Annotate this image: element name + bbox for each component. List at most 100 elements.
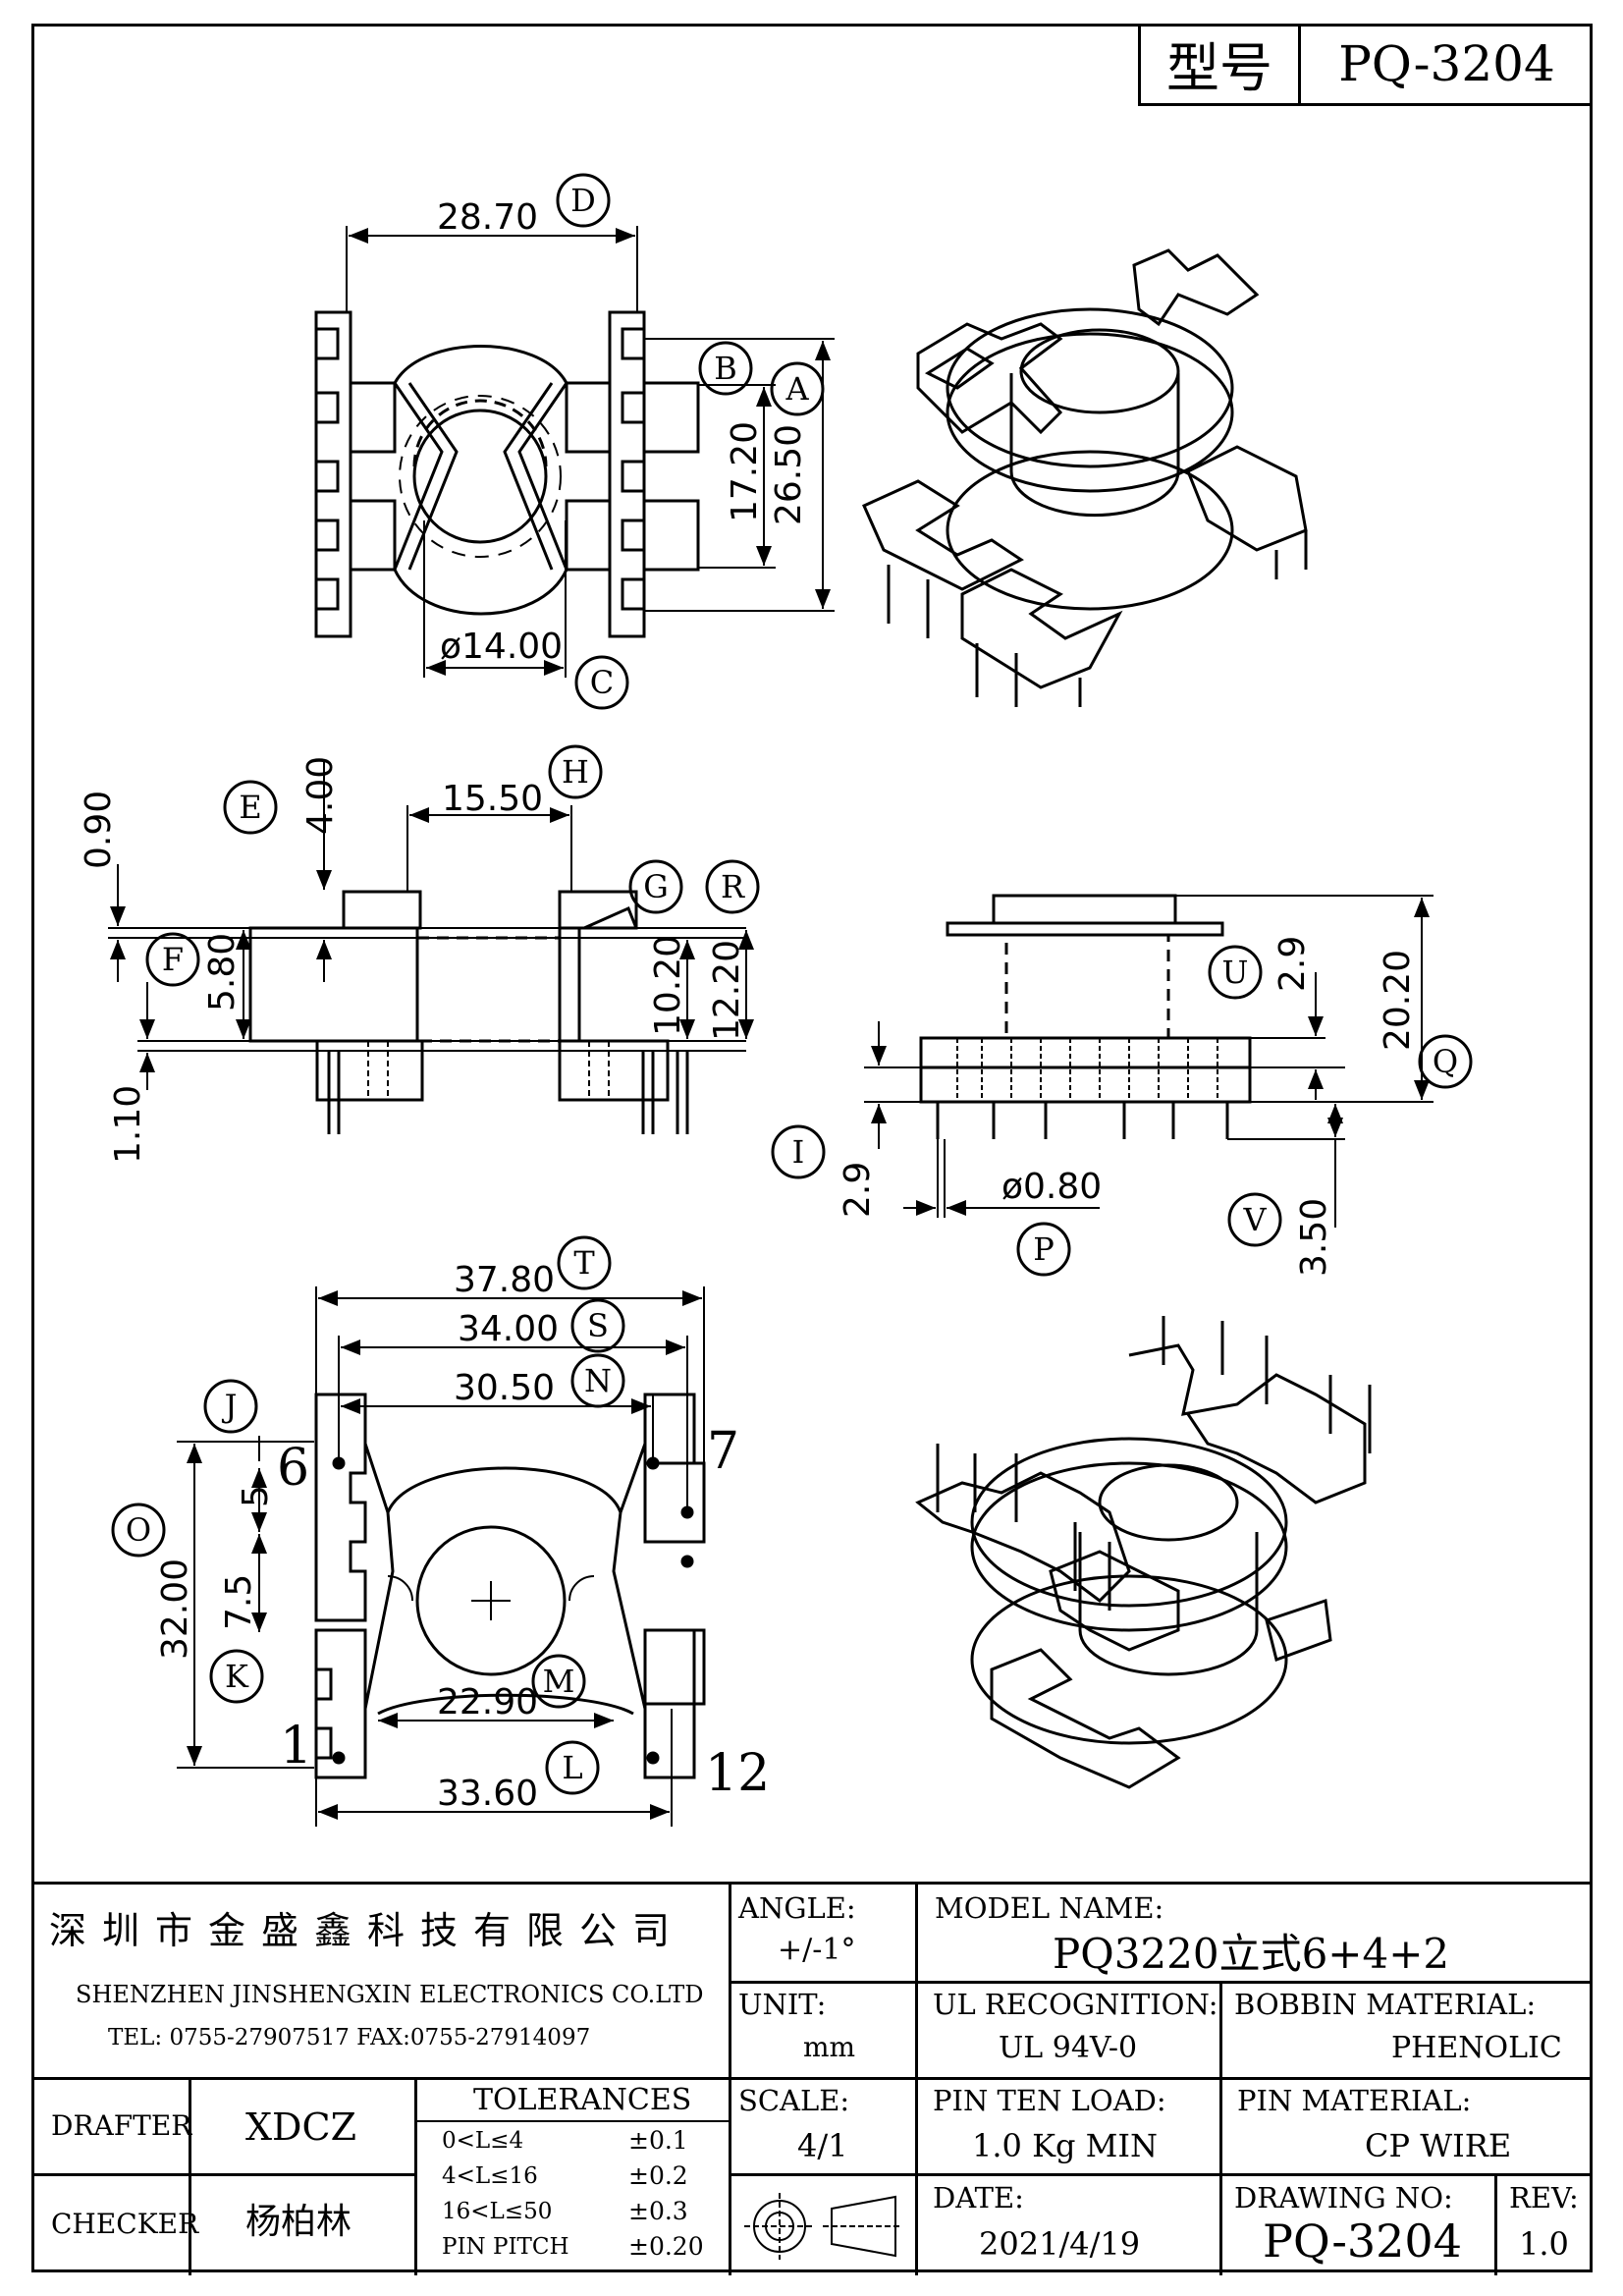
bobbin-label: BOBBIN MATERIAL: bbox=[1234, 1988, 1537, 2021]
dim-pitch75: 7.5 bbox=[219, 1574, 259, 1630]
iso-view-top bbox=[862, 248, 1308, 707]
company-name-en: SHENZHEN JINSHENGXIN ELECTRONICS CO.LTD bbox=[76, 1981, 704, 2008]
bottom-view bbox=[111, 1235, 706, 1827]
unit-value: mm bbox=[803, 2031, 856, 2063]
pin-12: 12 bbox=[705, 1744, 770, 1803]
tolerance-range: 4<L≤16 bbox=[442, 2163, 538, 2189]
drawing-no-label: DRAWING NO: bbox=[1234, 2181, 1453, 2214]
label-B: B bbox=[714, 350, 737, 387]
dim-Q: 20.20 bbox=[1378, 950, 1418, 1051]
pin-material-value: CP WIRE bbox=[1365, 2127, 1512, 2164]
tolerance-range: 0<L≤4 bbox=[442, 2128, 524, 2154]
dim-left-bottom: 1.10 bbox=[108, 1085, 148, 1164]
dim-T: 37.80 bbox=[454, 1260, 555, 1300]
tolerance-range: 16<L≤50 bbox=[442, 2199, 553, 2224]
dim-H: 15.50 bbox=[442, 779, 543, 819]
pin-material-label: PIN MATERIAL: bbox=[1237, 2084, 1472, 2117]
pin-load-label: PIN TEN LOAD: bbox=[933, 2084, 1166, 2117]
divider bbox=[729, 2173, 1593, 2176]
model-label: 型号 bbox=[1141, 24, 1301, 103]
top-view bbox=[314, 173, 835, 710]
dim-top: 0.90 bbox=[79, 791, 119, 869]
checker-value: 杨柏林 bbox=[245, 2202, 352, 2242]
label-M: M bbox=[543, 1663, 575, 1700]
model-name-label: MODEL NAME: bbox=[935, 1891, 1164, 1925]
tolerance-value: ±0.20 bbox=[628, 2232, 704, 2261]
bobbin-value: PHENOLIC bbox=[1391, 2031, 1562, 2065]
divider bbox=[414, 2120, 729, 2122]
divider bbox=[729, 1885, 731, 2275]
label-E: E bbox=[239, 789, 261, 826]
tolerances-label: TOLERANCES bbox=[473, 2083, 692, 2117]
label-A: A bbox=[784, 370, 809, 408]
label-H: H bbox=[562, 753, 589, 791]
drafter-value: XDCZ bbox=[245, 2105, 356, 2149]
dim-U: 2.9 bbox=[1272, 936, 1313, 992]
dim-R: 12.20 bbox=[707, 940, 747, 1041]
model-name-value: PQ3220立式6+4+2 bbox=[1053, 1930, 1450, 1978]
label-O: O bbox=[126, 1511, 151, 1549]
divider bbox=[1219, 1981, 1222, 2275]
dim-F: 5.80 bbox=[202, 933, 243, 1011]
pin-1: 1 bbox=[280, 1717, 312, 1776]
label-Q: Q bbox=[1433, 1043, 1458, 1080]
tolerance-value: ±0.2 bbox=[628, 2161, 688, 2190]
dim-L: 33.60 bbox=[437, 1774, 538, 1814]
tolerance-range: PIN PITCH bbox=[442, 2234, 569, 2260]
pin-load-value: 1.0 Kg MIN bbox=[972, 2127, 1159, 2164]
model-box: 型号 PQ-3204 bbox=[1138, 24, 1593, 106]
scale-value: 4/1 bbox=[797, 2127, 848, 2164]
checker-label: CHECKER bbox=[51, 2208, 199, 2240]
divider bbox=[915, 1885, 918, 2275]
label-G: G bbox=[643, 868, 669, 905]
label-S: S bbox=[587, 1307, 609, 1344]
divider bbox=[1494, 2173, 1497, 2275]
label-C: C bbox=[590, 664, 614, 701]
pin-6: 6 bbox=[277, 1439, 309, 1498]
dim-D: 28.70 bbox=[437, 197, 538, 238]
label-N: N bbox=[584, 1362, 612, 1399]
rev-label: REV: bbox=[1509, 2181, 1579, 2214]
date-label: DATE: bbox=[933, 2181, 1024, 2214]
tolerance-value: ±0.3 bbox=[628, 2197, 688, 2225]
dim-A: 26.50 bbox=[769, 424, 809, 525]
dim-B: 17.20 bbox=[725, 421, 765, 522]
rev-value: 1.0 bbox=[1519, 2225, 1569, 2263]
title-block: 深圳市金盛鑫科技有限公司 SHENZHEN JINSHENGXIN ELECTR… bbox=[31, 1882, 1593, 2275]
divider bbox=[729, 1981, 1593, 1984]
pin-7: 7 bbox=[707, 1422, 739, 1481]
dim-G: 10.20 bbox=[648, 935, 688, 1036]
dim-S: 34.00 bbox=[458, 1309, 559, 1349]
company-contact: TEL: 0755-27907517 FAX:0755-27914097 bbox=[108, 2025, 591, 2050]
label-I: I bbox=[792, 1133, 805, 1171]
drawing-frame bbox=[31, 24, 1593, 2272]
dim-C: ø14.00 bbox=[440, 627, 563, 667]
divider bbox=[189, 2077, 191, 2275]
unit-label: UNIT: bbox=[738, 1988, 827, 2021]
label-F: F bbox=[162, 941, 184, 978]
label-J: J bbox=[222, 1388, 238, 1425]
date-value: 2021/4/19 bbox=[979, 2225, 1141, 2263]
label-L: L bbox=[562, 1749, 582, 1786]
label-K: K bbox=[225, 1658, 249, 1695]
divider bbox=[31, 2077, 1593, 2080]
label-R: R bbox=[721, 868, 745, 905]
label-V: V bbox=[1242, 1201, 1267, 1238]
dim-N: 30.50 bbox=[454, 1368, 555, 1408]
angle-value: +/-1° bbox=[778, 1933, 856, 1967]
label-U: U bbox=[1222, 954, 1249, 991]
tolerance-value: ±0.1 bbox=[628, 2126, 688, 2155]
dim-V: 3.50 bbox=[1294, 1198, 1334, 1277]
front-view bbox=[771, 894, 1473, 1277]
label-P: P bbox=[1033, 1230, 1055, 1268]
label-D: D bbox=[570, 182, 596, 219]
company-name-cn: 深圳市金盛鑫科技有限公司 bbox=[49, 1909, 686, 1952]
drafter-label: DRAFTER bbox=[51, 2109, 192, 2142]
divider bbox=[414, 2077, 417, 2275]
drawing-views: 28.70 26.50 17.20 ø14.00 D B A C bbox=[79, 173, 1473, 1827]
label-T: T bbox=[573, 1244, 595, 1282]
projection-symbol-icon bbox=[744, 2193, 901, 2260]
dim-M: 22.90 bbox=[437, 1682, 538, 1722]
dim-O: 32.00 bbox=[155, 1558, 195, 1660]
